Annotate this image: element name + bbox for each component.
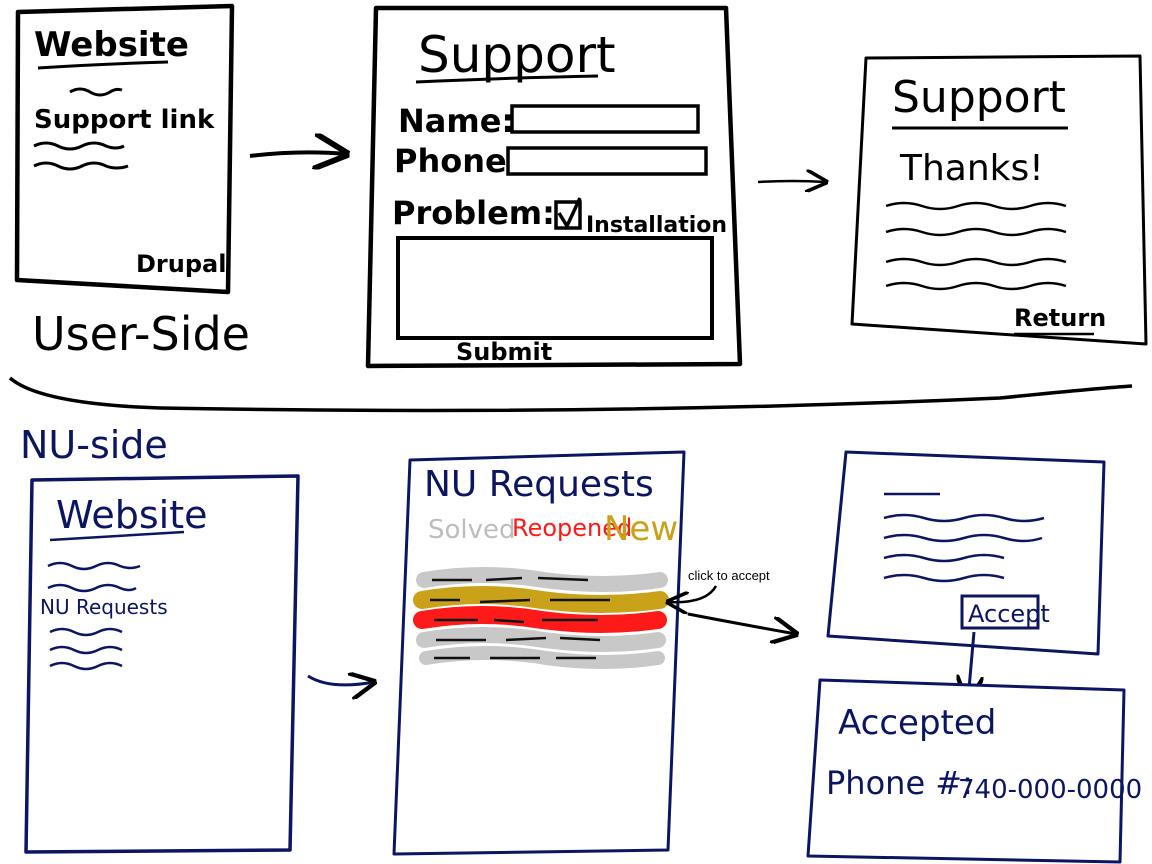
- text-squiggle: [69, 87, 123, 97]
- text-squiggle: [434, 618, 598, 624]
- thanks-message: Thanks!: [899, 148, 1044, 189]
- text-squiggle: [885, 201, 1067, 211]
- arrow-icon: [757, 181, 826, 182]
- click-to-accept-annotation: click to accept: [688, 568, 770, 583]
- nu-website-title-underline: [49, 530, 185, 542]
- phone-label: Phone:: [394, 142, 520, 180]
- check-icon: [557, 197, 582, 230]
- problem-textarea[interactable]: [396, 236, 714, 340]
- support-form-title-underline: [415, 74, 599, 84]
- thanks-page-title: Support: [892, 72, 1066, 123]
- name-field[interactable]: [510, 104, 700, 134]
- accept-button[interactable]: [960, 594, 1040, 630]
- text-squiggle: [432, 576, 589, 582]
- user-side: Website Support link Drupal User-Side Su…: [14, 3, 1148, 369]
- accept-button-label: Accept: [968, 600, 1050, 628]
- name-label: Name:: [398, 102, 514, 140]
- nu-website-page: Website NU Requests: [24, 474, 300, 854]
- text-squiggle: [885, 281, 1067, 291]
- return-link[interactable]: Return: [1014, 304, 1106, 332]
- legend-solved: Solved: [428, 515, 516, 545]
- nu-website-title: Website: [56, 493, 207, 537]
- legend-new: New: [604, 509, 678, 549]
- phone-label: Phone #:: [826, 764, 973, 802]
- text-squiggle: [883, 573, 1005, 583]
- request-row-solved[interactable]: [416, 567, 668, 592]
- text-squiggle: [885, 227, 1067, 237]
- text-squiggle: [49, 661, 123, 671]
- text-squiggle: [883, 553, 1005, 563]
- accepted-page: Accepted Phone #: 740-000-0000: [806, 678, 1142, 864]
- user-website-title-underline: [37, 60, 169, 70]
- submit-button[interactable]: Submit: [456, 338, 552, 366]
- nu-requests-page: NU Requests Solved Reopened New: [392, 450, 686, 856]
- text-squiggle: [883, 513, 1045, 523]
- text-squiggle: [436, 636, 601, 642]
- arrow-icon: [687, 612, 796, 634]
- text-squiggle: [430, 598, 610, 604]
- nu-side-label: NU-side: [20, 423, 168, 467]
- problem-label: Problem:: [392, 194, 555, 232]
- request-row-solved[interactable]: [416, 627, 666, 652]
- text-squiggle: [47, 583, 137, 593]
- user-website-footer: Drupal: [136, 250, 226, 278]
- nu-requests-title: NU Requests: [424, 464, 654, 505]
- installation-label: Installation: [586, 213, 727, 238]
- text-squiggle: [885, 257, 1067, 267]
- request-row-reopened[interactable]: [413, 606, 667, 633]
- text-squiggle: [49, 645, 123, 655]
- user-side-label: User-Side: [32, 307, 250, 361]
- support-form-page: Support Name: Phone: Problem: Installati…: [365, 5, 743, 369]
- user-support-link[interactable]: Support link: [34, 105, 215, 135]
- request-list: [413, 567, 669, 669]
- section-divider: [8, 376, 1133, 413]
- legend-reopened: Reopened: [512, 514, 632, 542]
- phone-field[interactable]: [506, 146, 708, 176]
- nu-requests-link[interactable]: NU Requests: [40, 595, 168, 619]
- annotation-arrow-icon: [668, 585, 718, 602]
- user-website-title: Website: [34, 25, 189, 65]
- request-detail-page: Accept: [826, 450, 1106, 656]
- user-website-page: Website Support link Drupal: [14, 3, 235, 295]
- request-row-solved[interactable]: [419, 646, 665, 669]
- request-row-new[interactable]: [413, 586, 669, 613]
- text-squiggle: [47, 561, 141, 571]
- arrow-icon: [307, 676, 374, 685]
- accepted-title: Accepted: [838, 703, 996, 743]
- support-form-title: Support: [418, 26, 616, 84]
- thanks-page: Support Thanks! Return: [850, 54, 1148, 346]
- arrow-icon: [249, 152, 346, 156]
- phone-value: 740-000-0000: [958, 775, 1142, 805]
- text-squiggle: [883, 533, 1043, 543]
- text-squiggle: [49, 627, 123, 637]
- text-squiggle: [33, 141, 125, 151]
- text-squiggle: [33, 161, 129, 171]
- nu-side: NU-side Website NU Requests NU Requests …: [20, 423, 1142, 864]
